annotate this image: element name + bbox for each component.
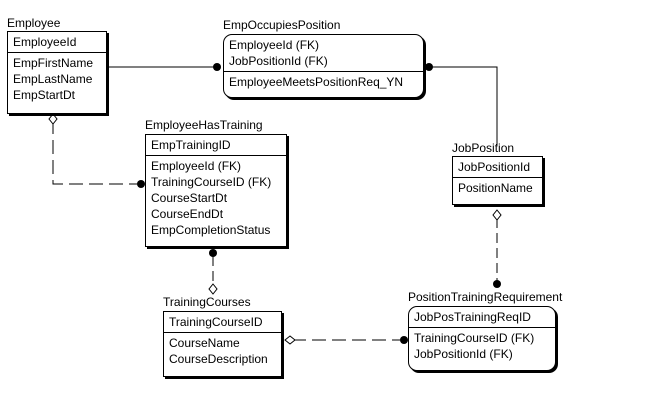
entity-training-courses-title: TrainingCourses bbox=[163, 295, 251, 309]
rel-employee-training-diamond bbox=[48, 113, 58, 125]
attribute: PositionName bbox=[458, 181, 533, 195]
entity-training-courses-attribute-section: CourseName CourseDescription bbox=[164, 333, 281, 369]
key-attribute: EmployeeId bbox=[13, 35, 77, 49]
entity-job-position-attribute-section: PositionName bbox=[453, 178, 542, 198]
attribute: EmployeeId (FK) bbox=[151, 159, 242, 173]
key-attribute: EmpTrainingID bbox=[151, 138, 231, 152]
entity-job-position-title: JobPosition bbox=[452, 141, 515, 155]
attribute: EmployeeMeetsPositionReq_YN bbox=[229, 75, 404, 89]
attribute: JobPositionId (FK) bbox=[414, 347, 513, 361]
key-attribute: JobPositionId (FK) bbox=[229, 54, 328, 68]
entity-training-courses-key-section: TrainingCourseID bbox=[164, 312, 281, 333]
entity-position-training-requirement-box[interactable]: JobPosTrainingReqID TrainingCourseID (FK… bbox=[408, 306, 556, 371]
entity-emp-occupies-position-key-section: EmployeeId (FK) JobPositionId (FK) bbox=[224, 35, 423, 72]
entity-position-training-requirement-attribute-section: TrainingCourseID (FK) JobPositionId (FK) bbox=[409, 328, 555, 364]
rel-employee-training-dot bbox=[137, 180, 145, 188]
attribute: CourseEndDt bbox=[151, 207, 224, 221]
key-attribute: EmployeeId (FK) bbox=[229, 38, 320, 52]
attribute: EmpLastName bbox=[13, 72, 93, 86]
attribute: EmpCompletionStatus bbox=[151, 223, 271, 237]
attribute: EmpFirstName bbox=[13, 56, 94, 70]
entity-job-position-key-section: JobPositionId bbox=[453, 157, 542, 178]
entity-position-training-requirement-title: PositionTrainingRequirement bbox=[408, 290, 563, 304]
entity-position-training-requirement-key-section: JobPosTrainingReqID bbox=[409, 307, 555, 328]
attribute: TrainingCourseID (FK) bbox=[414, 331, 535, 345]
attribute: CourseStartDt bbox=[151, 191, 228, 205]
rel-jobposition-requirement-diamond bbox=[492, 209, 502, 221]
entity-employee-attribute-section: EmpFirstName EmpLastName EmpStartDt bbox=[8, 53, 106, 105]
rel-jobposition-occupies bbox=[432, 66, 498, 145]
entity-emp-occupies-position-box[interactable]: EmployeeId (FK) JobPositionId (FK) Emplo… bbox=[223, 34, 424, 98]
entity-emp-occupies-position-title: EmpOccupiesPosition bbox=[223, 18, 341, 32]
key-attribute: JobPosTrainingReqID bbox=[414, 310, 531, 324]
attribute: EmpStartDt bbox=[13, 88, 76, 102]
entity-employee-title: Employee bbox=[7, 16, 61, 30]
attribute: CourseName bbox=[169, 336, 240, 350]
rel-course-requirement-diamond bbox=[284, 335, 296, 345]
entity-training-courses-box[interactable]: TrainingCourseID CourseName CourseDescri… bbox=[163, 311, 282, 377]
entity-employee-has-training-key-section: EmpTrainingID bbox=[146, 135, 286, 156]
rel-employee-occupies-dot bbox=[213, 63, 221, 71]
rel-course-training-diamond bbox=[208, 283, 218, 295]
rel-course-training-dot bbox=[209, 249, 217, 257]
rel-jobposition-requirement-dot bbox=[493, 280, 501, 288]
entity-employee-has-training-attribute-section: EmployeeId (FK) TrainingCourseID (FK) Co… bbox=[146, 156, 286, 240]
attribute: TrainingCourseID (FK) bbox=[151, 175, 272, 189]
entity-emp-occupies-position-attribute-section: EmployeeMeetsPositionReq_YN bbox=[224, 72, 423, 92]
attribute: CourseDescription bbox=[169, 352, 268, 366]
rel-employee-training bbox=[52, 120, 137, 185]
key-attribute: JobPositionId bbox=[458, 160, 531, 174]
rel-course-requirement-dot bbox=[400, 336, 408, 344]
entity-employee-has-training-title: EmployeeHasTraining bbox=[145, 118, 263, 132]
entity-employee-has-training-box[interactable]: EmpTrainingID EmployeeId (FK) TrainingCo… bbox=[145, 134, 287, 247]
key-attribute: TrainingCourseID bbox=[169, 315, 263, 329]
rel-jobposition-occupies-dot bbox=[425, 63, 433, 71]
entity-job-position-box[interactable]: JobPositionId PositionName bbox=[452, 156, 543, 205]
entity-employee-key-section: EmployeeId bbox=[8, 32, 106, 53]
entity-employee-box[interactable]: EmployeeId EmpFirstName EmpLastName EmpS… bbox=[7, 31, 107, 114]
